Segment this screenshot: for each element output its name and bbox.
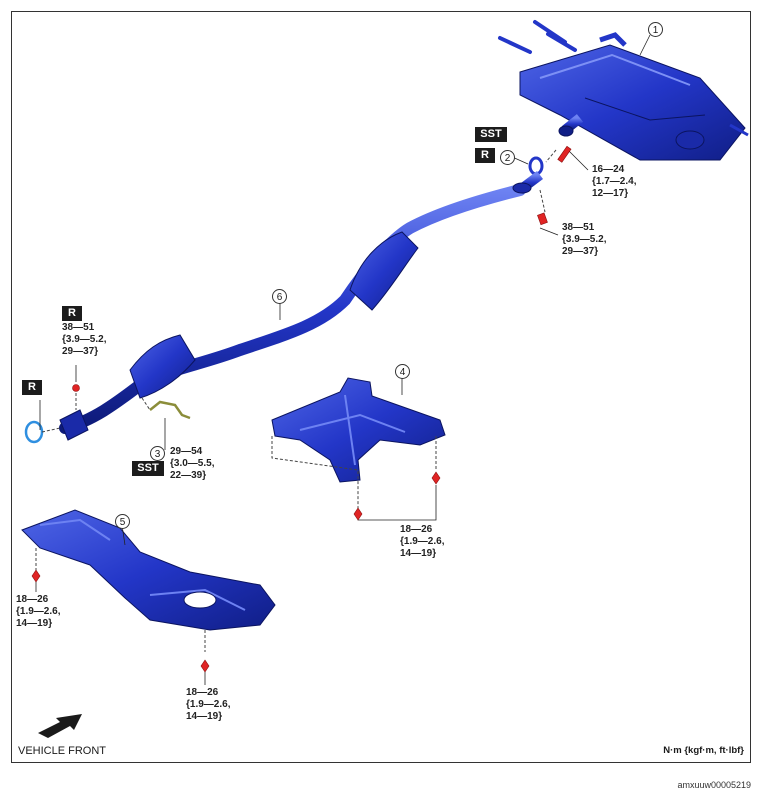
- tunnel-member-x-brace: [271, 377, 446, 483]
- r-badge-top: R: [475, 148, 495, 163]
- callout-4: 4: [395, 364, 410, 379]
- r-badge-left-lower: R: [22, 380, 42, 395]
- main-silencer: [498, 20, 749, 161]
- callout-3: 3: [150, 446, 165, 461]
- sst-badge-bottom: SST: [132, 461, 164, 476]
- torque-label-front-flange: 38—51 {3.9—5.2, 29—37}: [62, 322, 107, 357]
- r-badge-left-upper: R: [62, 306, 82, 321]
- diagram-frame: [11, 11, 751, 763]
- torque-label-oxygen-sensor: 29—54 {3.0—5.5, 22—39}: [170, 446, 215, 481]
- callout-1: 1: [648, 22, 663, 37]
- callout-5: 5: [115, 514, 130, 529]
- torque-label-plate-left: 18—26 {1.9—2.6, 14—19}: [16, 594, 61, 629]
- torque-label-silencer-bolt: 16—24 {1.7—2.4, 12—17}: [592, 164, 637, 199]
- callout-6: 6: [272, 289, 287, 304]
- vehicle-front-label: VEHICLE FRONT: [18, 745, 107, 757]
- callout-2: 2: [500, 150, 515, 165]
- torque-units-label: N·m {kgf·m, ft·lbf}: [663, 745, 744, 756]
- sst-badge-top: SST: [475, 127, 507, 142]
- front-pipe-assembly: [59, 171, 543, 441]
- torque-label-x-brace: 18—26 {1.9—2.6, 14—19}: [400, 524, 445, 559]
- torque-label-pipe-nut: 38—51 {3.9—5.2, 29—37}: [562, 222, 607, 257]
- reference-id: amxuuw00005219: [677, 780, 751, 790]
- gasket-upper: [528, 156, 544, 176]
- oxygen-sensor: [141, 397, 191, 420]
- fasteners: [31, 145, 572, 673]
- torque-label-plate-right: 18—26 {1.9—2.6, 14—19}: [186, 687, 231, 722]
- vehicle-front-arrow-icon: [38, 714, 82, 738]
